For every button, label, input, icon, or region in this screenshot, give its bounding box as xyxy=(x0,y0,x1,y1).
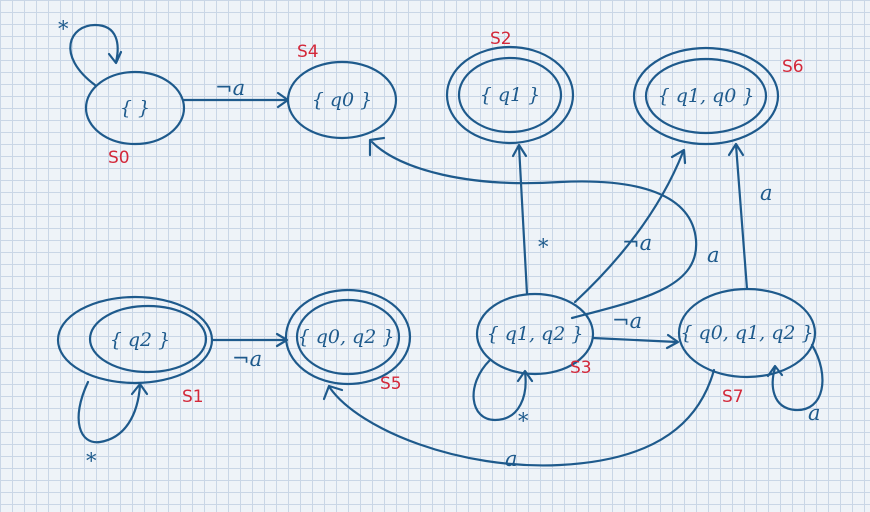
state-s3: { q1, q2 } xyxy=(475,292,595,376)
edge-s3-loop: * xyxy=(472,358,534,433)
edge-s7-s5: a xyxy=(322,368,716,471)
state-name-s5: S5 xyxy=(380,374,402,394)
svg-text:¬a: ¬a xyxy=(612,309,642,333)
state-name-s3: S3 xyxy=(570,358,592,378)
state-name-s1: S1 xyxy=(182,387,204,407)
edge-s3-s6: ¬a xyxy=(573,148,687,304)
svg-text:¬a: ¬a xyxy=(232,347,262,371)
svg-text:¬a: ¬a xyxy=(622,231,652,255)
edge-s3-s4: a xyxy=(368,136,720,320)
svg-text:{ q1, q2 }: { q1, q2 } xyxy=(487,323,584,345)
svg-text:a: a xyxy=(707,243,720,267)
state-s6: { q1, q0 } xyxy=(632,46,780,146)
svg-text:¬a: ¬a xyxy=(215,76,245,100)
svg-text:*: * xyxy=(518,409,529,433)
edge-s3-s7: ¬a xyxy=(591,309,680,350)
edge-s7-s6: a xyxy=(727,142,773,291)
svg-text:{ q0, q2 }: { q0, q2 } xyxy=(298,326,395,348)
edge-s1-s5: ¬a xyxy=(210,332,289,371)
state-s2: { q1 } xyxy=(445,45,575,145)
state-s7: { q0, q1, q2 } xyxy=(677,287,817,379)
svg-text:*: * xyxy=(538,235,549,259)
svg-text:a: a xyxy=(760,181,773,205)
svg-text:*: * xyxy=(86,449,97,473)
svg-text:*: * xyxy=(58,17,69,41)
svg-text:{ q1, q0 }: { q1, q0 } xyxy=(658,85,755,107)
state-s5: { q0, q2 } xyxy=(284,288,412,386)
edge-s7-loop: a xyxy=(766,343,824,425)
state-name-s4: S4 xyxy=(297,42,319,62)
state-name-s0: S0 xyxy=(108,148,130,168)
edge-s0-loop: * xyxy=(58,17,123,87)
svg-text:{ q2 }: { q2 } xyxy=(110,329,171,351)
state-s0: { } xyxy=(84,70,186,146)
svg-text:{ q0 }: { q0 } xyxy=(312,89,373,111)
svg-text:a: a xyxy=(505,447,518,471)
svg-text:{ q1 }: { q1 } xyxy=(480,84,541,106)
svg-text:a: a xyxy=(808,401,821,425)
state-name-s7: S7 xyxy=(722,387,744,407)
state-s4: { q0 } xyxy=(286,60,398,140)
edge-s0-s4: ¬a xyxy=(182,76,290,109)
state-name-s2: S2 xyxy=(490,29,512,49)
svg-text:{ q0, q1, q2 }: { q0, q1, q2 } xyxy=(680,322,813,344)
edge-s3-s2: * xyxy=(511,143,549,296)
state-name-s6: S6 xyxy=(782,57,804,77)
state-s1: { q2 } xyxy=(56,295,214,385)
edge-s1-loop: * xyxy=(77,380,149,473)
svg-text:{ }: { } xyxy=(120,97,150,119)
